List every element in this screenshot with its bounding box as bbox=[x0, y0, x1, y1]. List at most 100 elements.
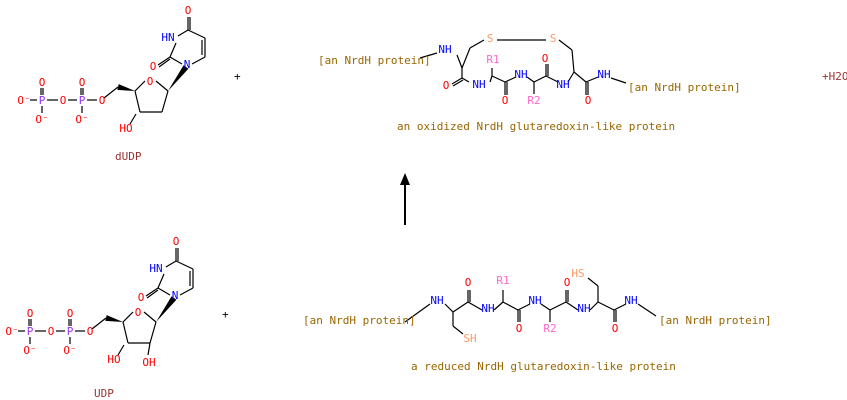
dudp-atom-label: O bbox=[39, 76, 46, 89]
reduced-atom-label: HS bbox=[571, 267, 584, 280]
bond bbox=[143, 311, 157, 323]
dudp-name: dUDP bbox=[115, 150, 142, 163]
bond bbox=[187, 29, 206, 39]
reduced-bond bbox=[452, 325, 464, 335]
reduced-bond bbox=[637, 303, 657, 317]
dudp-atom-label: O bbox=[147, 75, 154, 88]
dudp-atom-label: O⁻ bbox=[17, 94, 30, 107]
bond bbox=[122, 311, 134, 323]
bond bbox=[146, 289, 159, 299]
oxidized-atom-label: O bbox=[585, 94, 592, 107]
oxidized-atom-label: NH bbox=[438, 43, 451, 56]
wedge-bond bbox=[156, 296, 177, 322]
dudp-atom-label: HO bbox=[119, 122, 132, 135]
oxidized-bond bbox=[451, 77, 463, 85]
oxidized-atom-label: NH bbox=[597, 68, 610, 81]
dudp-atom-label: O bbox=[185, 4, 192, 17]
bond bbox=[161, 90, 169, 113]
plus-sign: + bbox=[222, 308, 229, 321]
dudp-atom-label: O⁻ bbox=[75, 113, 88, 126]
plus-sign: + bbox=[234, 70, 241, 83]
bond bbox=[149, 321, 157, 344]
reduced-bond bbox=[597, 301, 615, 311]
dudp-atom-label: P bbox=[39, 94, 46, 107]
reduced-bond bbox=[444, 303, 454, 313]
oxidized-atom-label: S bbox=[487, 32, 494, 45]
reduced-atom-label: SH bbox=[463, 332, 476, 345]
bond bbox=[191, 56, 206, 65]
udp-atom-label: O⁻ bbox=[63, 344, 76, 357]
bond bbox=[129, 113, 137, 125]
oxidized-bond bbox=[469, 39, 485, 49]
bond bbox=[165, 260, 177, 268]
reduced-atom-label: O bbox=[516, 322, 523, 335]
udp-atom-label: O bbox=[173, 235, 180, 248]
bond bbox=[103, 86, 119, 99]
udp-atom-label: O bbox=[67, 307, 74, 320]
reduced-atom-label: NH bbox=[577, 302, 590, 315]
oxidized-atom-label: NH bbox=[556, 78, 569, 91]
dudp-atom-label: HN bbox=[161, 31, 174, 44]
oxidized-bond bbox=[452, 79, 464, 87]
udp-atom-label: OH bbox=[142, 356, 155, 369]
oxidized-atom-label: O bbox=[502, 94, 509, 107]
bond bbox=[157, 56, 171, 66]
reduced-atom-label: O bbox=[612, 322, 619, 335]
oxidized-bond bbox=[456, 54, 463, 69]
dudp-atom-label: N bbox=[184, 58, 191, 71]
udp-atom-label: O⁻ bbox=[5, 325, 18, 338]
reduced-atom-label: NH bbox=[528, 294, 541, 307]
arrow-head-icon bbox=[400, 173, 410, 185]
reduced-atom-label: R2 bbox=[543, 322, 556, 335]
oxidized-bond bbox=[567, 71, 575, 83]
oxidized-bond bbox=[461, 47, 471, 69]
udp-atom-label: O bbox=[135, 306, 142, 319]
reduced-bond bbox=[565, 301, 579, 311]
udp-atom-label: HN bbox=[149, 262, 162, 275]
dudp-atom-label: O bbox=[99, 94, 106, 107]
udp-atom-label: HO bbox=[107, 353, 120, 366]
bond bbox=[157, 273, 165, 289]
oxidized-bond bbox=[504, 76, 517, 83]
reduced-atom-label: O bbox=[465, 276, 472, 289]
bond bbox=[155, 80, 169, 92]
reduced-bond bbox=[613, 303, 627, 311]
reduced-bond bbox=[540, 303, 551, 311]
reduced-bond bbox=[517, 303, 531, 311]
reduced-atom-label: NH bbox=[481, 302, 494, 315]
dudp-atom-label: O⁻ bbox=[35, 113, 48, 126]
reduced-bond bbox=[549, 301, 567, 311]
udp-name: UDP bbox=[94, 387, 114, 400]
bond bbox=[91, 317, 107, 330]
udp-atom-label: O bbox=[138, 291, 145, 304]
bond bbox=[117, 344, 125, 356]
dudp-atom-label: P bbox=[79, 94, 86, 107]
reduced-bond bbox=[493, 301, 504, 311]
bond bbox=[134, 90, 141, 113]
oxidized-bond bbox=[571, 49, 575, 73]
oxidized-atom-label: O bbox=[443, 79, 450, 92]
reduced-bond bbox=[589, 301, 599, 311]
oxidized-atom-label: S bbox=[550, 32, 557, 45]
reduced-atom-label: O bbox=[564, 276, 571, 289]
oxidized-bond bbox=[419, 52, 438, 59]
oxidized-bond bbox=[526, 76, 535, 83]
bond bbox=[169, 56, 183, 65]
oxidized-bond bbox=[545, 75, 559, 83]
udp-atom-label: N bbox=[172, 289, 179, 302]
bond bbox=[177, 29, 189, 37]
udp-atom-label: P bbox=[67, 325, 74, 338]
reduced-left-protein: [an NrdH protein] bbox=[303, 314, 416, 327]
wedge-bond bbox=[105, 315, 123, 322]
oxidized-atom-label: O bbox=[542, 52, 549, 65]
oxidized-bond bbox=[558, 39, 573, 51]
reduced-bond bbox=[502, 301, 519, 311]
oxidized-atom-label: NH bbox=[472, 78, 485, 91]
wedge-bond bbox=[168, 65, 189, 91]
oxidized-bond bbox=[533, 75, 547, 83]
oxidized-bond bbox=[610, 77, 627, 84]
bond bbox=[175, 260, 194, 270]
oxidized-left-protein: [an NrdH protein] bbox=[318, 54, 431, 67]
